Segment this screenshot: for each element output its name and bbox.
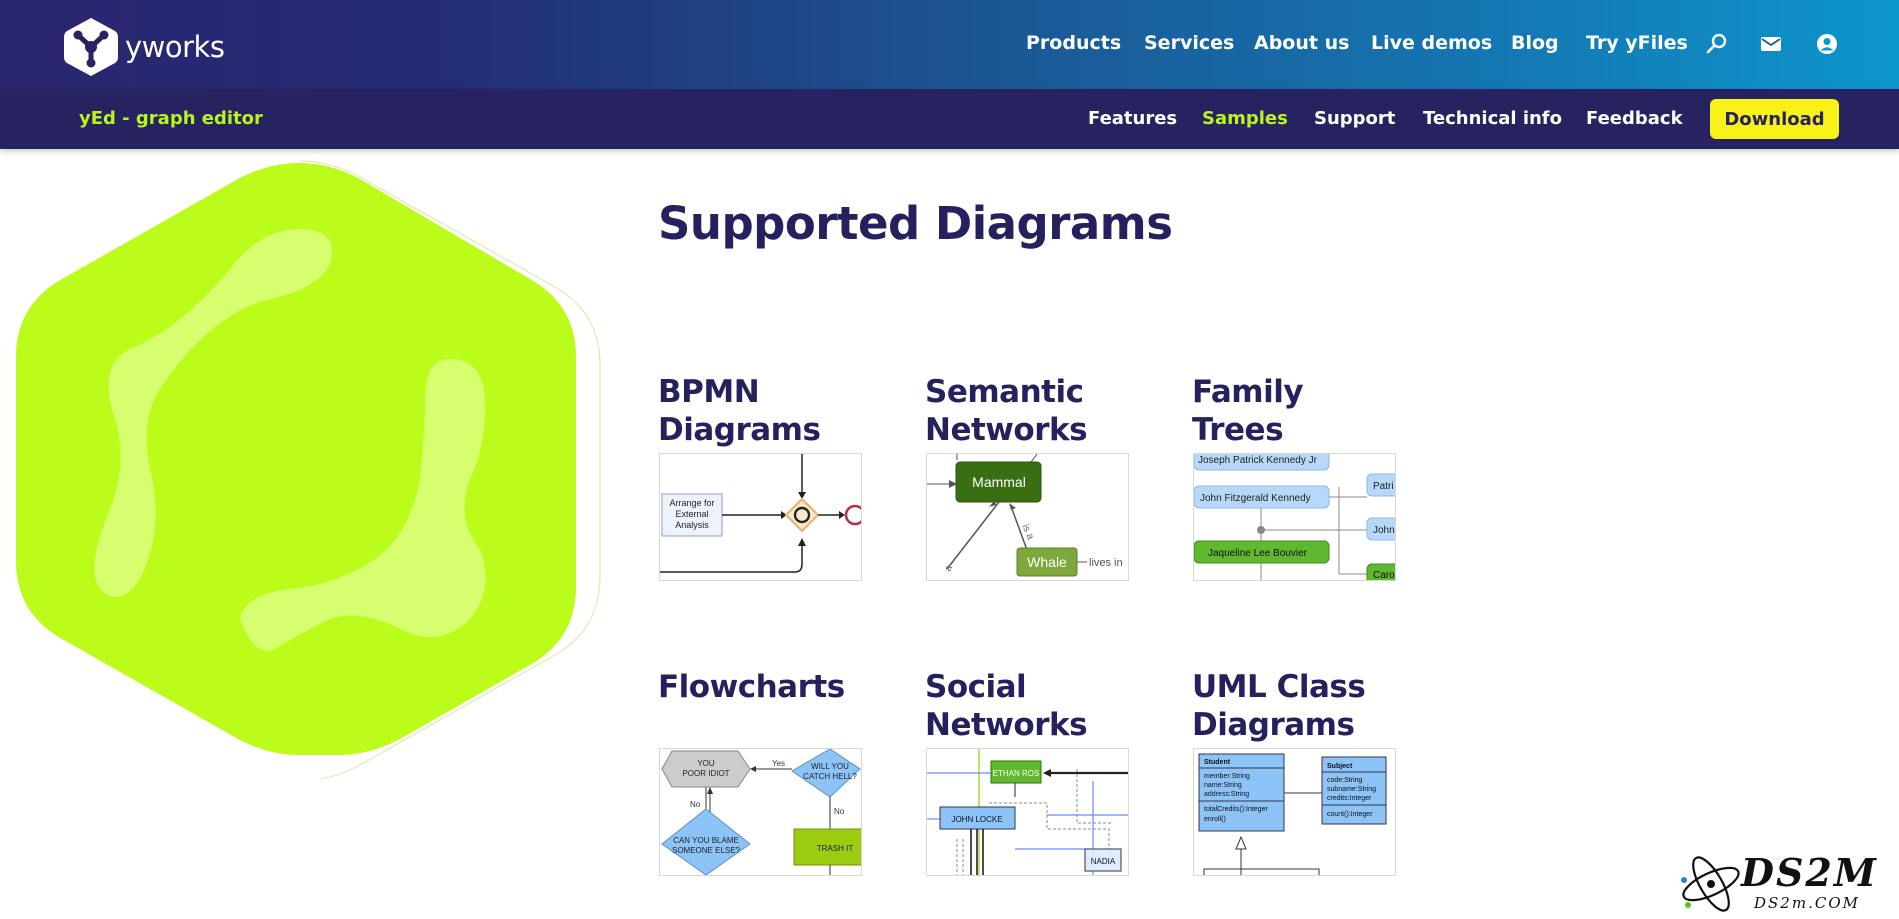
diagram-thumbnail-uml-class-diagrams[interactable]: Student member:String name:String addres… [1193,748,1396,876]
svg-text:totalCredits():Integer: totalCredits():Integer [1204,806,1268,813]
search-icon[interactable] [1705,32,1729,56]
svg-text:POOR IDIOT: POOR IDIOT [682,769,729,778]
svg-text:Patri: Patri [1373,481,1394,492]
diagram-card-family-trees[interactable]: Family Trees Joseph Patrick Kennedy Jr J… [1192,373,1397,581]
page-title: Supported Diagrams [658,197,1173,250]
nav-live-demos[interactable]: Live demos [1371,32,1493,54]
svg-text:Student: Student [1204,759,1231,766]
diagram-title: Family Trees [1192,374,1304,448]
svg-text:Mammal: Mammal [972,474,1026,490]
svg-text:enroll(): enroll() [1204,816,1226,823]
mail-icon[interactable] [1759,32,1783,56]
nav-about-us[interactable]: About us [1254,32,1350,54]
diagram-card-semantic-networks[interactable]: Semantic Networks Mammal is a a Whale li… [925,373,1130,581]
svg-text:Carol: Carol [1373,570,1395,580]
svg-text:Yes: Yes [772,759,785,768]
top-navigation-bar: yworks Products Services About us Live d… [0,0,1899,89]
subnav-features[interactable]: Features [1088,108,1178,129]
download-button[interactable]: Download [1710,99,1839,139]
product-sub-navigation: yEd - graph editor Features Samples Supp… [0,89,1899,149]
brand-name: yworks [125,30,225,64]
svg-text:CAN YOU BLAME: CAN YOU BLAME [673,836,739,845]
diagram-title: Semantic Networks [925,374,1088,448]
subnav-support[interactable]: Support [1314,108,1396,129]
svg-text:JOHN LOCKE: JOHN LOCKE [951,815,1002,824]
diagram-card-social-networks[interactable]: Social Networks ETHAN ROS JOHN LOCKE NAD… [925,668,1130,876]
diagram-thumbnail-flowcharts[interactable]: YOU POOR IDIOT WILL YOU CATCH HELL? Yes … [659,748,862,876]
svg-text:CATCH HELL?: CATCH HELL? [803,772,857,781]
diagram-title: Flowcharts [658,669,845,705]
svg-text:Jaqueline Lee Bouvier: Jaqueline Lee Bouvier [1208,548,1308,559]
subnav-samples[interactable]: Samples [1202,108,1288,129]
svg-text:YOU: YOU [697,759,715,768]
diagram-title: Social Networks [925,669,1088,743]
svg-text:WILL YOU: WILL YOU [811,762,849,771]
subnav-feedback[interactable]: Feedback [1586,108,1683,129]
diagram-title: UML Class Diagrams [1192,669,1366,743]
yworks-logo-icon [64,18,118,76]
svg-text:No: No [690,800,701,809]
nav-products[interactable]: Products [1026,32,1122,54]
product-title-link[interactable]: yEd - graph editor [79,108,263,129]
svg-text:address:String: address:String [1204,791,1249,798]
user-account-icon[interactable] [1815,32,1839,56]
diagram-thumbnail-social-networks[interactable]: ETHAN ROS JOHN LOCKE NADIA [926,748,1129,876]
diagram-card-flowcharts[interactable]: Flowcharts YOU POOR IDIOT WILL YOU CATCH… [658,668,863,876]
watermark-text-small: DS2m.COM [1754,894,1860,912]
svg-text:TRASH IT: TRASH IT [817,844,854,853]
svg-text:No: No [834,807,845,816]
svg-text:count():Integer: count():Integer [1327,811,1373,818]
svg-text:is a: is a [1019,523,1036,542]
svg-text:subname:String: subname:String [1327,786,1376,793]
watermark: DS2M DS2m.COM [1676,850,1888,915]
svg-text:Whale: Whale [1027,554,1067,570]
svg-text:credits:Integer: credits:Integer [1327,795,1372,802]
svg-text:Analysis: Analysis [675,520,709,530]
nav-blog[interactable]: Blog [1511,32,1559,54]
svg-text:code:String: code:String [1327,777,1363,784]
svg-text:ETHAN ROS: ETHAN ROS [993,769,1040,778]
svg-text:member:String: member:String [1204,773,1250,780]
svg-text:External: External [675,509,708,519]
svg-text:John Fitzgerald Kennedy: John Fitzgerald Kennedy [1200,493,1311,504]
diagram-title: BPMN Diagrams [658,374,821,448]
diagram-thumbnail-family-trees[interactable]: Joseph Patrick Kennedy Jr John Fitzgeral… [1193,453,1396,581]
hero-hexagon-graphic [16,160,601,779]
subnav-technical-info[interactable]: Technical info [1423,108,1562,129]
svg-text:Subject: Subject [1327,763,1353,770]
svg-text:a: a [943,563,956,573]
brand-logo-link[interactable]: yworks [63,16,225,78]
svg-text:SOMEONE ELSE?: SOMEONE ELSE? [672,846,741,855]
atom-logo-icon [1681,856,1740,912]
svg-text:Joseph Patrick Kennedy Jr: Joseph Patrick Kennedy Jr [1198,455,1318,466]
diagram-thumbnail-semantic-networks[interactable]: Mammal is a a Whale lives in [926,453,1129,581]
nav-try-yfiles[interactable]: Try yFiles [1586,32,1688,54]
diagram-card-bpmn[interactable]: BPMN Diagrams Arrange for External Analy… [658,373,863,581]
svg-text:John: John [1373,525,1395,536]
svg-text:NADIA: NADIA [1091,857,1116,866]
diagram-thumbnail-bpmn[interactable]: Arrange for External Analysis [659,453,862,581]
svg-text:lives in: lives in [1089,557,1123,569]
watermark-text-large: DS2M [1741,850,1878,895]
diagram-card-uml-class-diagrams[interactable]: UML Class Diagrams Student member:String… [1192,668,1397,876]
nav-services[interactable]: Services [1144,32,1235,54]
svg-text:name:String: name:String [1204,782,1242,789]
svg-text:Arrange for: Arrange for [669,498,714,508]
